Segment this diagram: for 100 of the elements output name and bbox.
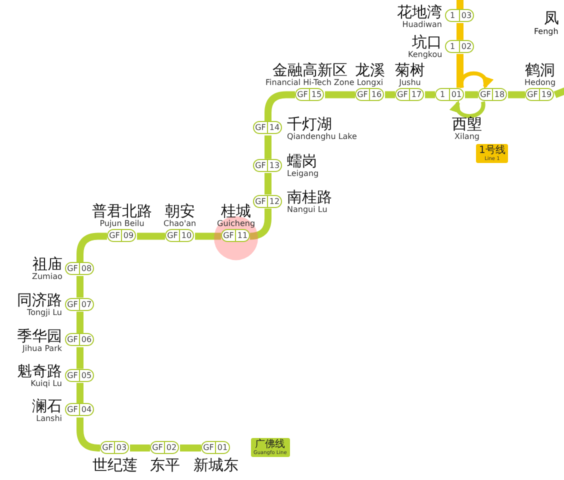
route-line bbox=[385, 91, 395, 98]
station-name: 鹤洞 bbox=[524, 62, 556, 78]
station-number: 09 bbox=[121, 230, 135, 242]
station-name: 菊树 bbox=[395, 62, 425, 78]
station-name-en: Guicheng bbox=[217, 219, 256, 228]
station-name: 西塱 bbox=[452, 116, 482, 132]
station-number: 03 bbox=[459, 10, 473, 21]
line-code: GF bbox=[296, 88, 309, 100]
station-number: 17 bbox=[409, 88, 423, 100]
line-code: GF bbox=[222, 230, 235, 242]
line-code: GF bbox=[202, 442, 215, 453]
line-code: GF bbox=[356, 88, 369, 100]
station-name-en: Pujun Beilu bbox=[98, 219, 146, 228]
station-number: 08 bbox=[79, 262, 93, 274]
station-number: 01 bbox=[215, 442, 229, 453]
station-name-en: Financial Hi-Tech Zone bbox=[266, 78, 354, 87]
route-line bbox=[264, 172, 272, 195]
station-number: 16 bbox=[369, 88, 383, 100]
station-name-en: Xilang bbox=[454, 132, 480, 141]
station-name: 花地湾 bbox=[397, 4, 442, 20]
station-number: 15 bbox=[309, 88, 323, 100]
station-name: 蠕岗 bbox=[287, 153, 317, 170]
line-code: 1 bbox=[448, 40, 456, 52]
line-name: 广佛线 bbox=[255, 439, 286, 450]
line-code: GF bbox=[166, 230, 179, 242]
route-line bbox=[425, 91, 435, 98]
route-line bbox=[456, 54, 464, 88]
route-line bbox=[264, 135, 272, 159]
line-code: GF bbox=[101, 442, 114, 453]
station-name: 季华园 bbox=[17, 328, 62, 344]
station-number: 13 bbox=[267, 160, 281, 171]
line-code: GF bbox=[254, 122, 267, 134]
station-name: 桂城 bbox=[221, 203, 252, 220]
station-name: 南桂路 bbox=[287, 189, 332, 206]
station-number: 18 bbox=[492, 88, 506, 100]
station-number: 19 bbox=[539, 88, 553, 100]
line-code: GF bbox=[254, 160, 267, 171]
station-number: 03 bbox=[114, 442, 128, 453]
station-name-en: Qiandenghu Lake bbox=[287, 132, 357, 141]
line-code: GF bbox=[479, 88, 492, 100]
line-name: 1号线 bbox=[479, 145, 506, 156]
line-code: 1 bbox=[448, 10, 456, 21]
route-line bbox=[130, 444, 150, 452]
station-name: 魁奇路 bbox=[17, 363, 62, 380]
route-line bbox=[456, 23, 464, 40]
line-code: GF bbox=[151, 442, 164, 453]
station-name-en: Nangui Lu bbox=[287, 205, 328, 214]
station-name: 同济路 bbox=[17, 292, 62, 308]
route-line bbox=[325, 91, 355, 98]
line-badge bbox=[476, 144, 508, 164]
station-name: 凤 bbox=[544, 10, 559, 26]
station-number: 02 bbox=[164, 442, 178, 453]
transfer-arrow bbox=[459, 71, 492, 90]
station-name-en: Fengh bbox=[534, 27, 558, 36]
route-line bbox=[465, 91, 478, 98]
route-line bbox=[180, 444, 201, 452]
station-number: 01 bbox=[449, 88, 463, 100]
station-name-en: Jushu bbox=[398, 78, 422, 87]
line-code: GF bbox=[108, 230, 121, 242]
station-number: 11 bbox=[235, 230, 249, 242]
station-name: 新城东 bbox=[194, 456, 238, 473]
station-number: 04 bbox=[79, 404, 93, 416]
station-name-en: Leigang bbox=[287, 169, 319, 178]
station-name-en: Kuiqi Lu bbox=[30, 379, 62, 388]
station-number: 07 bbox=[79, 298, 93, 310]
line-code: GF bbox=[396, 88, 409, 100]
route-line bbox=[76, 312, 84, 334]
station-name: 祖庙 bbox=[32, 256, 62, 272]
line-code: GF bbox=[254, 196, 267, 207]
transfer-arrow bbox=[450, 100, 486, 118]
station-name-en: Kengkou bbox=[408, 50, 442, 60]
station-name-en: Huadiwan bbox=[401, 20, 442, 28]
route-line bbox=[76, 276, 84, 298]
station-name: 金融高新区 bbox=[272, 62, 348, 78]
route-line bbox=[76, 417, 102, 452]
line-code: GF bbox=[66, 370, 79, 381]
station-number: 14 bbox=[267, 122, 281, 134]
station-number: 10 bbox=[179, 230, 193, 242]
station-name: 世纪莲 bbox=[92, 456, 138, 473]
station-number: 05 bbox=[79, 370, 93, 381]
station-name-en: Lanshi bbox=[35, 414, 62, 423]
route-line bbox=[137, 232, 165, 240]
line-badge bbox=[250, 438, 290, 458]
station-number: 06 bbox=[79, 334, 93, 346]
station-name: 东平 bbox=[150, 456, 180, 473]
line-code: GF bbox=[526, 88, 539, 100]
station-name-en: Chao'an bbox=[164, 219, 196, 228]
route-line bbox=[76, 382, 84, 404]
station-name-en: Longxi bbox=[356, 78, 384, 87]
line-code: GF bbox=[66, 404, 79, 416]
line-code: GF bbox=[66, 334, 79, 346]
line-code: GF bbox=[66, 298, 79, 310]
station-name-en: Tongji Lu bbox=[26, 308, 62, 318]
station-name: 朝安 bbox=[164, 203, 195, 220]
station-name: 龙溪 bbox=[355, 62, 385, 78]
station-number: 02 bbox=[459, 40, 473, 52]
line-code: GF bbox=[66, 262, 79, 274]
station-name: 坑口 bbox=[412, 34, 442, 50]
station-name-en: Jihua Park bbox=[21, 344, 62, 353]
route-line bbox=[76, 347, 84, 369]
